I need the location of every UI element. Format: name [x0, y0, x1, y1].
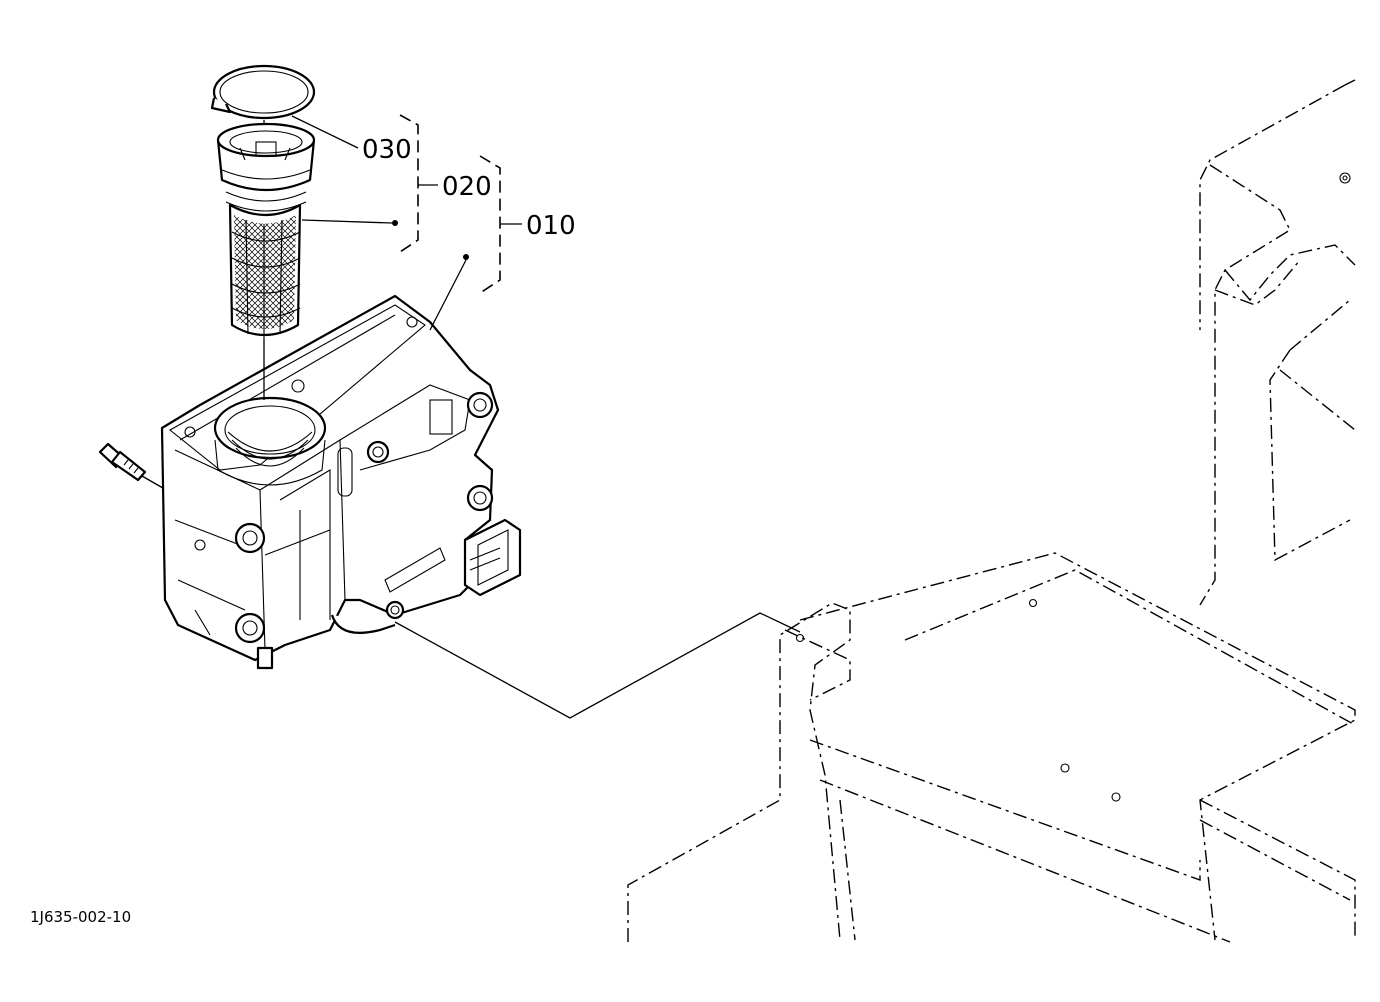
machine-frame-outline: [627, 79, 1356, 943]
filter-housing-part: [160, 294, 522, 670]
callout-030: 030: [362, 135, 412, 165]
bolt-part: [98, 442, 176, 496]
leader-010: [429, 259, 467, 331]
bracket-020: [399, 114, 419, 253]
callout-010: 010: [526, 211, 576, 241]
document-id: 1J635-002-10: [30, 908, 131, 926]
callout-020: 020: [442, 172, 492, 202]
filter-element-part: [216, 120, 398, 400]
o-ring-part: [210, 64, 359, 149]
installation-lead-line: [394, 612, 801, 719]
